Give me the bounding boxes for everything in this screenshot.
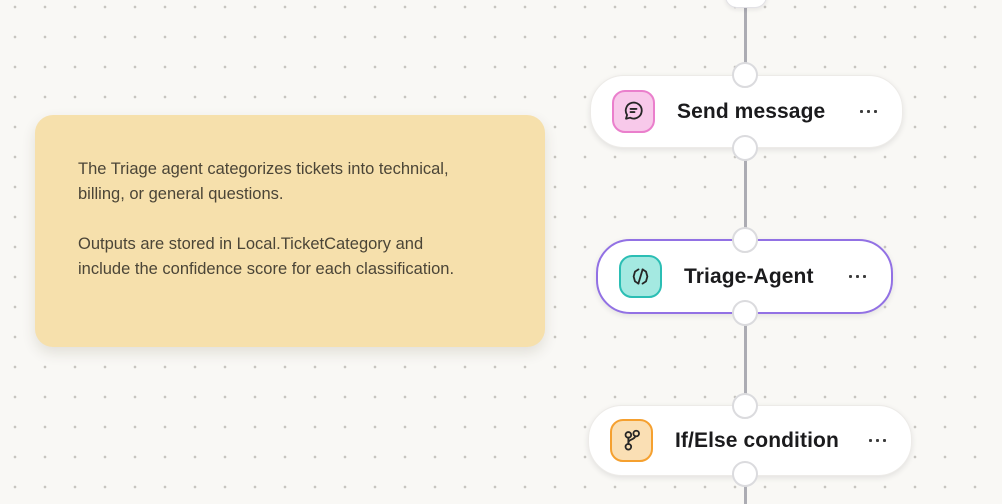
node-title: Triage-Agent: [684, 264, 814, 288]
node-title: Send message: [677, 99, 826, 123]
node-title: If/Else condition: [675, 428, 839, 452]
sticky-note-text-1: The Triage agent categorizes tickets int…: [78, 160, 449, 203]
port-triage-agent-in[interactable]: [732, 227, 758, 253]
code-brackets-icon: [619, 255, 662, 298]
port-if-else-out[interactable]: [732, 461, 758, 487]
sticky-note-text-2: Outputs are stored in Local.TicketCatego…: [78, 235, 455, 278]
upstream-node-edge: [725, 0, 767, 8]
port-if-else-in[interactable]: [732, 393, 758, 419]
more-options-icon[interactable]: [848, 104, 877, 120]
chat-bubble-icon: [612, 90, 655, 133]
port-send-message-in[interactable]: [732, 62, 758, 88]
sticky-note[interactable]: The Triage agent categorizes tickets int…: [35, 115, 545, 347]
more-options-icon[interactable]: [837, 269, 866, 285]
branch-icon: [610, 419, 653, 462]
port-send-message-out[interactable]: [732, 135, 758, 161]
port-triage-agent-out[interactable]: [732, 300, 758, 326]
more-options-icon[interactable]: [857, 433, 886, 449]
